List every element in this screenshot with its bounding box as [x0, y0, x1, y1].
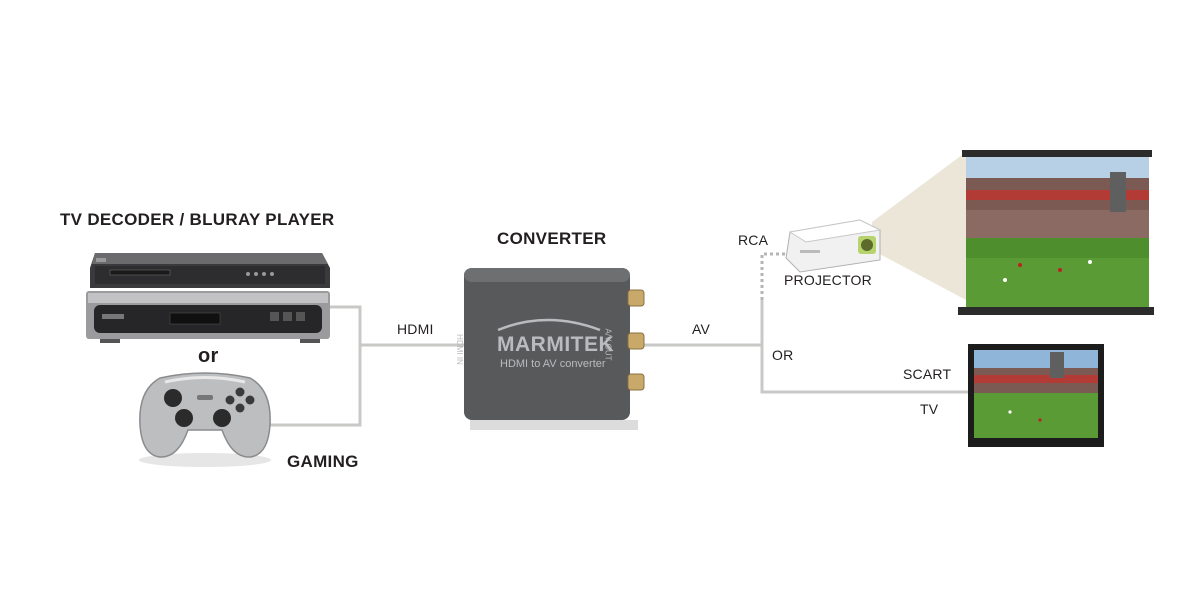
av-label: AV [692, 321, 711, 337]
projection-beam [872, 152, 966, 300]
projector-label: PROJECTOR [784, 272, 872, 288]
tv-decoder [86, 291, 330, 343]
projector [785, 152, 966, 300]
rca-connectors [627, 289, 645, 391]
converter-output-text: A/V OUT [603, 328, 613, 361]
scart-label: SCART [903, 366, 952, 382]
or-caps-label: OR [772, 347, 794, 363]
converter-title: CONVERTER [497, 229, 607, 248]
hdmi-cable-decoder [330, 305, 468, 347]
game-controller [139, 372, 271, 467]
gaming-label: GAMING [287, 452, 359, 471]
converter-subtitle: HDMI to AV converter [500, 358, 606, 370]
hdmi-cable-gaming [268, 345, 362, 427]
cables [268, 252, 970, 427]
projection-screen [958, 150, 1154, 315]
hdmi-label: HDMI [397, 321, 434, 337]
or-label: or [198, 345, 219, 367]
converter-box [464, 268, 645, 430]
rca-label: RCA [738, 232, 769, 248]
television [968, 344, 1104, 447]
marmitek-logo-arc [497, 318, 601, 332]
av-cable [640, 343, 970, 394]
source-title: TV DECODER / BLURAY PLAYER [60, 210, 335, 229]
converter-brand: MARMITEK [497, 333, 615, 356]
bluray-player [90, 253, 330, 288]
converter-input-text: HDMI IN [454, 334, 464, 365]
tv-label: TV [920, 401, 939, 417]
